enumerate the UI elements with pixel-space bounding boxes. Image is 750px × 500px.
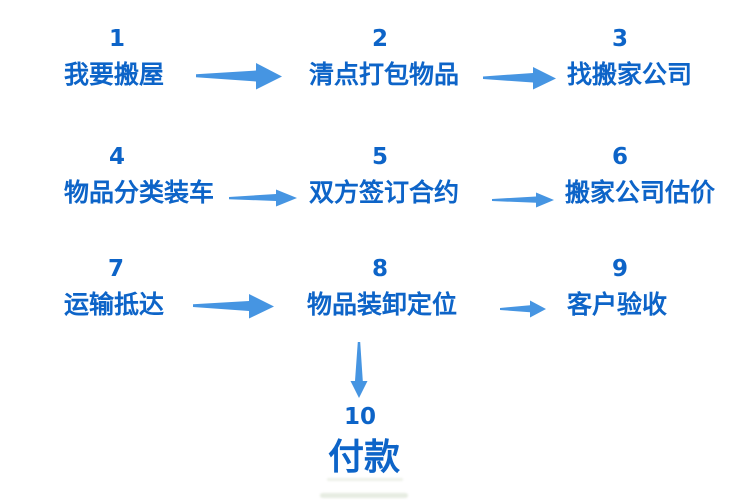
step-number-4: 4 (108, 144, 126, 170)
step-number-10: 10 (343, 404, 377, 430)
arrow-shape (350, 342, 368, 398)
arrow-right-icon (193, 294, 274, 319)
step-number-7: 7 (107, 256, 125, 282)
arrow-shape (193, 294, 274, 319)
step-label-6: 搬家公司估价 (565, 178, 716, 207)
step-number-2: 2 (371, 26, 389, 52)
arrow-right-icon (229, 189, 297, 207)
step-number-1: 1 (108, 26, 126, 52)
step-label-1: 我要搬屋 (64, 60, 165, 89)
arrow-shape (492, 192, 554, 208)
step-label-10: 付款 (327, 437, 401, 478)
arrow-right-icon (500, 300, 546, 318)
step-label-9: 客户验收 (567, 290, 668, 319)
cutoff-graphic-top (320, 493, 408, 498)
step-number-3: 3 (611, 26, 629, 52)
arrow-shape (229, 189, 297, 207)
arrow-shape (196, 63, 282, 90)
step-label-2: 清点打包物品 (309, 60, 460, 89)
step-label-8: 物品装卸定位 (307, 290, 458, 319)
arrow-shape (500, 300, 546, 318)
step-number-6: 6 (611, 144, 629, 170)
step-number-9: 9 (611, 256, 629, 282)
step-number-8: 8 (371, 256, 389, 282)
arrow-down-icon (350, 342, 368, 398)
cutoff-graphic-top (327, 478, 403, 481)
arrow-right-icon (196, 63, 282, 90)
step-label-7: 运输抵达 (64, 290, 165, 319)
arrow-shape (483, 67, 556, 90)
step-number-5: 5 (371, 144, 389, 170)
step-label-4: 物品分类装车 (64, 178, 215, 207)
arrow-right-icon (483, 67, 556, 90)
arrow-right-icon (492, 192, 554, 208)
step-label-3: 找搬家公司 (567, 60, 693, 89)
step-label-5: 双方签订合约 (309, 178, 460, 207)
